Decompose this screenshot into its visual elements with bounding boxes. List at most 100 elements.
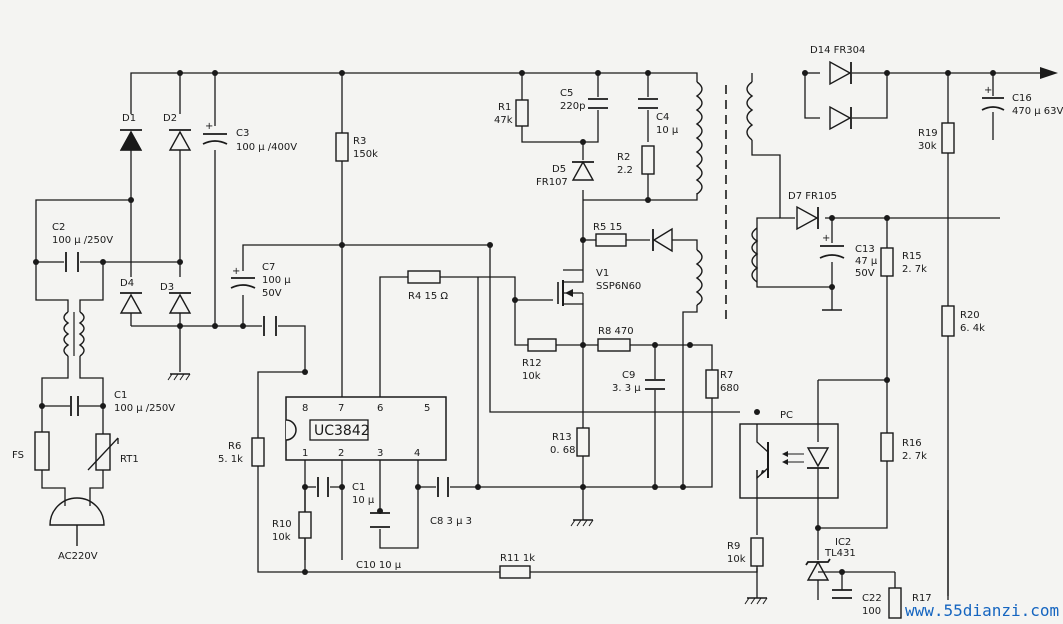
label-rt1: RT1 [120,454,139,465]
label-r4: R4 15 Ω [408,291,448,302]
label-c7-value2: 50V [262,288,282,299]
svg-text:+: + [232,266,240,277]
label-r7-ref: R7 [720,370,733,381]
resistor-r16 [880,432,894,462]
transformer-secondary-aux [751,227,759,283]
component-labels: D1 D2 D4 D3 C3 100 μ /400V C2 100 μ /250… [12,45,1063,617]
label-c16-value: 470 μ 63V [1012,106,1063,117]
resistor-r10 [298,511,312,539]
ic-pin-7: 7 [338,403,344,414]
label-r16-ref: R16 [902,438,922,449]
capacitor-c3: + [202,121,228,145]
label-r17-ref: R17 [912,593,932,604]
diode-d1 [119,129,143,151]
fuse-fs [34,431,50,471]
label-v1-part: SSP6N60 [596,281,641,292]
label-c1-input-value: 100 μ /250V [114,403,175,414]
capacitor-c22 [832,589,852,599]
thermistor-rt1 [87,433,119,471]
common-mode-choke [63,311,85,357]
label-r10-value: 10k [272,532,291,543]
label-r19-value: 30k [918,141,937,152]
svg-text:+: + [984,85,992,96]
label-c7-value1: 100 μ [262,275,291,286]
resistor-r2 [641,145,655,175]
transformer-primary [695,81,703,195]
diode-d3 [168,292,192,314]
capacitor-c-coupling [263,316,277,336]
ic-pin-4: 4 [414,448,420,459]
label-pc: PC [780,410,793,421]
resistor-r6 [251,437,265,467]
resistor-r13 [576,427,590,457]
label-r13-ref: R13 [552,432,572,443]
capacitor-c16: + [981,85,1005,111]
resistor-r17 [888,587,902,619]
ground-icon [570,519,594,527]
ground-icon [167,373,191,381]
label-r15-ref: R15 [902,251,922,262]
capacitor-c1-input [70,396,79,416]
ic-pin-8: 8 [302,403,308,414]
diode-d5 [571,160,595,181]
label-r13-value: 0. 68 [550,445,575,456]
label-r16-value: 2. 7k [902,451,927,462]
resistor-r5 [595,233,627,247]
label-r15-value: 2. 7k [902,264,927,275]
label-d14: D14 FR304 [810,45,865,56]
label-c4-value: 10 μ [656,125,679,136]
capacitor-c7: + [230,266,256,289]
label-r6-ref: R6 [228,441,241,452]
label-c22-ref: C22 [862,593,882,604]
label-r12-ref: R12 [522,358,542,369]
resistor-r20 [941,305,955,337]
diode-d4 [119,292,143,314]
resistor-r12 [527,338,557,352]
capacitor-c10 [370,512,390,528]
label-r20-ref: R20 [960,310,980,321]
label-r7-value: 680 [720,383,739,394]
label-r6-value: 5. 1k [218,454,243,465]
ic-pin-5: 5 [424,403,430,414]
diode-d14b [829,105,852,131]
label-r9-value: 10k [727,554,746,565]
label-r11: R11 1k [500,553,535,564]
label-c9-value: 3. 3 μ [612,383,641,394]
label-c1-input-ref: C1 [114,390,127,401]
resistor-r11 [499,565,531,579]
label-r1-ref: R1 [498,102,511,113]
resistor-r15 [880,247,894,277]
capacitor-c4 [638,98,658,109]
ic-part-label: UC3842 [314,423,370,439]
label-c8: C8 3 μ 3 [430,516,472,527]
ic-pin-1: 1 [302,448,308,459]
label-d2: D2 [163,113,177,124]
label-c4-ref: C4 [656,112,669,123]
ground-icon [744,566,768,605]
transformer-aux-winding [695,249,703,306]
label-r9-ref: R9 [727,541,740,552]
label-c13-value2: 50V [855,268,875,279]
label-d4: D4 [120,278,134,289]
label-c13-ref: C13 [855,244,875,255]
label-r12-value: 10k [522,371,541,382]
output-arrow-icon [1040,67,1058,79]
label-d5-ref: D5 [552,164,566,175]
label-c13-value1: 47 μ [855,256,878,267]
resistor-r8 [597,338,631,352]
diode-aux [652,227,673,253]
ic-pin-2: 2 [338,448,344,459]
capacitor-c13: + [819,233,845,259]
label-c5-value: 220p [560,101,585,112]
resistor-r4 [407,270,441,284]
label-d7: D7 FR105 [788,191,837,202]
diode-d2 [168,129,192,151]
label-r2-ref: R2 [617,152,630,163]
resistor-r19 [941,122,955,154]
capacitor-c1-ic [317,477,329,497]
label-r1-value: 47k [494,115,513,126]
label-fs: FS [12,450,24,461]
label-d1: D1 [122,113,136,124]
transformer-secondary [746,81,754,141]
label-c16-ref: C16 [1012,93,1032,104]
